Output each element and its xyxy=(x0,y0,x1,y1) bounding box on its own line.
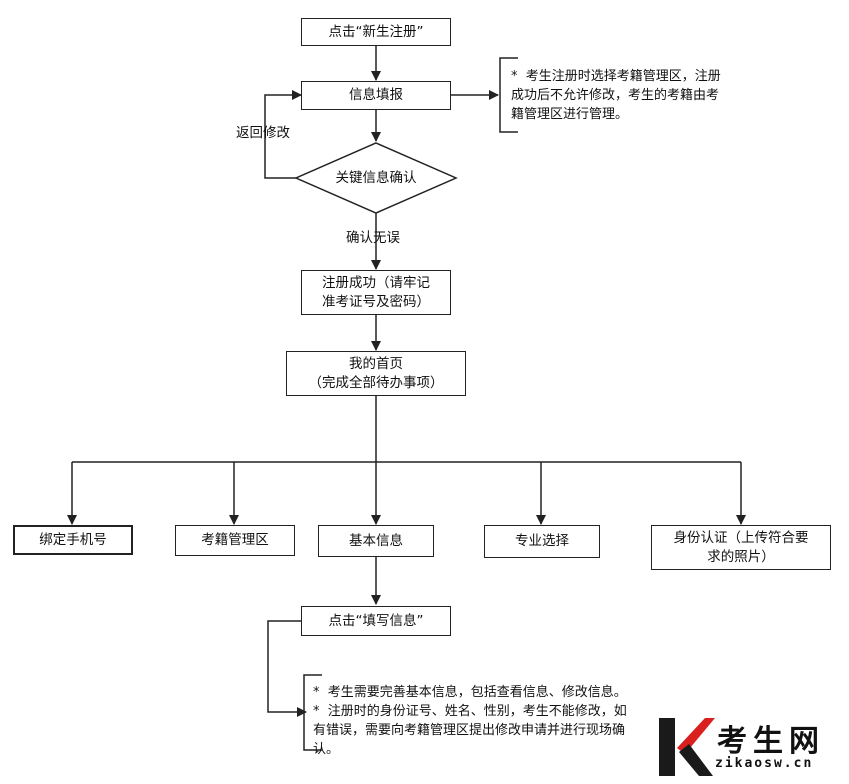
watermark-title: 考生网 xyxy=(717,724,825,759)
node-bind-phone: 绑定手机号 xyxy=(13,525,133,555)
note1-line3: 籍管理区进行管理。 xyxy=(511,107,629,122)
node-basic-info: 基本信息 xyxy=(318,525,434,557)
node-major-selection: 专业选择 xyxy=(484,525,600,558)
homepage-line2: （完成全部待办事项） xyxy=(308,374,444,391)
note2-bracket xyxy=(303,674,322,751)
watermark-url: zikaosw.cn xyxy=(715,756,814,771)
success-line2: 准考证号及密码） xyxy=(322,293,430,310)
node-id-verification: 身份认证（上传符合要 求的照片） xyxy=(651,525,831,570)
note-exam-area: * 考生注册时选择考籍管理区，注册 成功后不允许修改，考生的考籍由考 籍管理区进… xyxy=(511,67,761,124)
edge-label-back-modify: 返回修改 xyxy=(236,125,290,141)
note-basic-info: * 考生需要完善基本信息，包括查看信息、修改信息。 * 注册时的身份证号、姓名、… xyxy=(313,683,693,759)
node-click-fill-info: 点击“填写信息” xyxy=(301,606,451,636)
homepage-line1: 我的首页 xyxy=(349,355,403,372)
k-logo-icon xyxy=(659,718,715,776)
note1-line2: 成功后不允许修改，考生的考籍由考 xyxy=(511,88,720,103)
id-verify-line1: 身份认证（上传符合要 xyxy=(673,529,809,546)
node-key-info-confirm: 关键信息确认 xyxy=(335,170,417,186)
node-my-homepage: 我的首页 （完成全部待办事项） xyxy=(286,351,466,396)
id-verify-line2: 求的照片） xyxy=(707,548,775,565)
site-watermark: 考生网 zikaosw.cn xyxy=(655,712,849,784)
note1-bracket xyxy=(499,57,518,133)
note2-line3: 有错误，需要向考籍管理区提出修改申请并进行现场确 xyxy=(313,723,626,738)
edge-label-confirm-ok: 确认无误 xyxy=(346,230,400,246)
success-line1: 注册成功（请牢记 xyxy=(322,274,430,291)
edge-back-modify xyxy=(264,90,302,179)
note2-line4: 认。 xyxy=(313,742,340,757)
node-new-registration: 点击“新生注册” xyxy=(301,18,451,46)
node-register-success: 注册成功（请牢记 准考证号及密码） xyxy=(301,270,451,315)
edge-fill-to-note xyxy=(267,620,307,717)
note2-line1: * 考生需要完善基本信息，包括查看信息、修改信息。 xyxy=(313,685,627,700)
node-info-fill: 信息填报 xyxy=(301,81,451,110)
note1-line1: * 考生注册时选择考籍管理区，注册 xyxy=(511,69,721,84)
node-exam-management-area: 考籍管理区 xyxy=(175,525,295,556)
note2-line2: * 注册时的身份证号、姓名、性别，考生不能修改，如 xyxy=(313,704,627,719)
